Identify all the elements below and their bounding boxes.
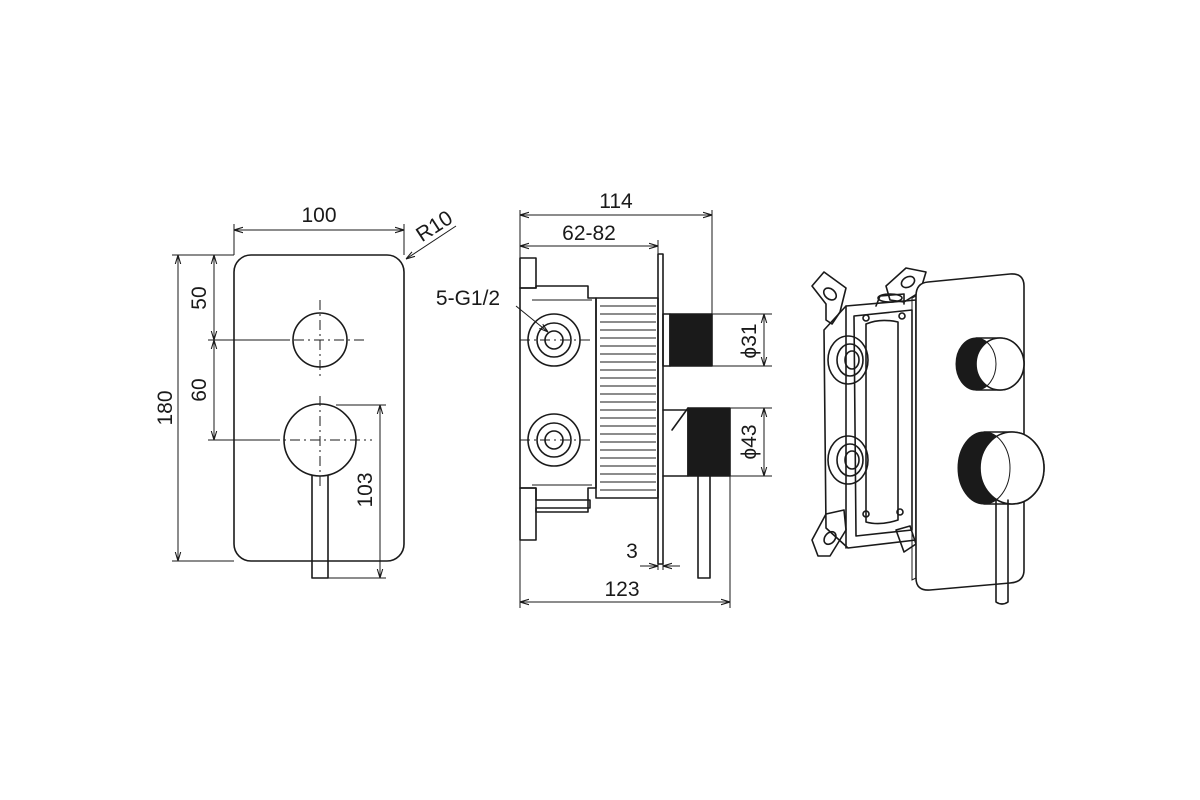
height-dimension: 180 <box>154 254 234 562</box>
small-knob-diameter: ϕ31 <box>712 313 772 367</box>
plate-thickness-dimension: 3 <box>626 540 680 570</box>
valve-body-iso <box>823 293 917 549</box>
plate-thickness-label: 3 <box>626 540 638 563</box>
isometric-view <box>811 267 1045 605</box>
large-knob-side <box>662 407 731 477</box>
depth-dimension: 114 <box>519 190 713 314</box>
inlet-label: 5-G1/2 <box>436 287 500 310</box>
small-knob-side <box>662 313 713 367</box>
cover-plate <box>233 254 405 562</box>
valve-body <box>519 285 597 513</box>
inlet-port-lower <box>520 413 592 467</box>
width-dimension: 100 <box>233 204 405 255</box>
inlet-port-upper <box>520 313 592 367</box>
lever-side <box>697 475 711 579</box>
lower-spacing-label: 60 <box>188 378 211 401</box>
cover-plate-side <box>657 253 664 565</box>
mounting-ear-top-left <box>811 271 847 325</box>
threaded-sleeve <box>595 297 659 499</box>
lever-iso <box>995 499 1009 605</box>
inlet-callout: 5-G1/2 <box>436 287 548 332</box>
large-knob-diameter: ϕ43 <box>730 407 772 477</box>
small-knob-diameter-label: ϕ31 <box>738 323 761 358</box>
lever-label: 103 <box>354 472 377 507</box>
iso-port-upper <box>827 335 869 385</box>
adjust-label: 62-82 <box>562 222 616 245</box>
mounting-lug-bottom <box>519 487 537 541</box>
radius-callout: R10 <box>406 206 457 259</box>
lever-front <box>311 475 329 579</box>
width-label: 100 <box>301 204 336 227</box>
depth-label: 114 <box>599 190 633 213</box>
mounting-ear-bottom-left <box>811 509 847 557</box>
lower-spacing-dimension: 60 <box>188 340 280 441</box>
height-label: 180 <box>154 390 177 425</box>
total-depth-label: 123 <box>604 578 639 601</box>
total-depth-dimension: 123 <box>519 476 731 608</box>
side-view: 114 62-82 5-G1/2 ϕ31 ϕ43 <box>436 190 772 608</box>
iso-port-lower <box>827 435 869 485</box>
mounting-lug-top <box>519 257 537 289</box>
small-knob-iso <box>955 337 1025 391</box>
upper-spacing-label: 50 <box>188 286 211 309</box>
large-knob-diameter-label: ϕ43 <box>738 424 761 459</box>
large-knob-front <box>270 396 372 490</box>
lever-dimension: 103 <box>328 404 386 579</box>
large-knob-iso <box>957 431 1045 505</box>
adjust-dimension: 62-82 <box>520 222 659 254</box>
upper-spacing-dimension: 50 <box>188 254 290 341</box>
front-view: 100 R10 180 50 60 <box>154 204 457 579</box>
